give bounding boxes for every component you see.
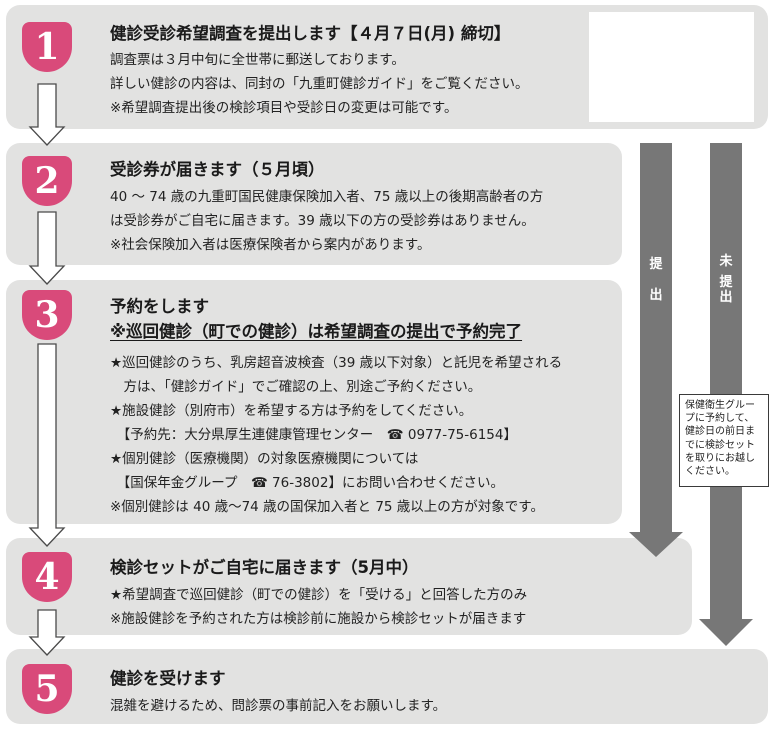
step-1-line: ※希望調査提出後の検診項目や受診日の変更は可能です。 — [110, 100, 458, 116]
arrow-2-to-3 — [28, 211, 66, 285]
step-3-title: 予約をします — [110, 297, 209, 316]
not-submitted-char: 出 — [719, 289, 733, 305]
arrow-3-to-4 — [28, 343, 66, 547]
note-line: を取りにお越し — [685, 452, 755, 464]
step-5-line: 混雑を避けるため、問診票の事前記入をお願いします。 — [110, 698, 447, 714]
note-line: 保健衛生グルー — [685, 400, 755, 411]
step-4-title: 検診セットがご自宅に届きます（5月中） — [110, 558, 419, 577]
note-line: 健診日の前日ま — [685, 426, 755, 438]
step-5-badge: 5 — [22, 664, 72, 714]
step-3-line: ★個別健診（医療機関）の対象医療機関については — [110, 451, 419, 467]
not-submitted-char: 提 — [719, 274, 733, 290]
arrow-4-to-5 — [28, 609, 66, 656]
step-4-badge: 4 — [22, 552, 72, 602]
step-2-panel — [6, 143, 622, 265]
step-3-line: 方は、「健診ガイド」でご確認の上、別途ご予約ください。 — [110, 379, 482, 395]
step-4-line: ※施設健診を予約された方は検診前に施設から検診セットが届きます — [110, 611, 527, 627]
step-5-panel — [6, 649, 768, 724]
note-line: プに予約して、 — [685, 413, 755, 425]
step-1-badge: 1 — [22, 22, 72, 72]
blank-box — [589, 12, 754, 122]
step-4-line: ★希望調査で巡回健診（町での健診）を「受ける」と回答した方のみ — [110, 587, 528, 603]
step-2-line: 40 ～ 74 歳の九重町国民健康保険加入者、75 歳以上の後期高齢者の方 — [110, 189, 544, 205]
step-2-badge: 2 — [22, 156, 72, 206]
step-3-line: ※個別健診は 40 歳～74 歳の国保加入者と 75 歳以上の方が対象です。 — [110, 499, 544, 515]
step-1-line: 調査票は３月中旬に全世帯に郵送しております。 — [110, 52, 405, 68]
step-3-badge: 3 — [22, 290, 72, 340]
step-2-title: 受診券が届きます（５月頃） — [110, 160, 325, 179]
note-line: でに検診セット — [685, 439, 755, 451]
submitted-label: 提 出 — [649, 257, 663, 304]
arrow-1-to-2 — [28, 83, 66, 146]
note-line: ください。 — [685, 465, 735, 477]
step-1-line: 詳しい健診の内容は、同封の「九重町健診ガイド」をご覧ください。 — [110, 76, 529, 92]
step-2-line: は受診券がご自宅に届きます。39 歳以下の方の受診券はありません。 — [110, 213, 535, 229]
not-submitted-char: 未 — [719, 254, 733, 269]
step-1-title: 健診受診希望調査を提出します【４月７日(月) 締切】 — [110, 24, 511, 43]
step-3-line: 【予約先：大分県厚生連健康管理センター ☎ 0977-75-6154】 — [110, 427, 517, 443]
step-2-line: ※社会保険加入者は医療保険者から案内があります。 — [110, 237, 431, 253]
step-3-subtitle: ※巡回健診（町での健診）は希望調査の提出で予約完了 — [110, 322, 523, 341]
step-3-line: ★巡回健診のうち、乳房超音波検査（39 歳以下対象）と託児を希望される — [110, 355, 563, 371]
step-5-title: 健診を受けます — [110, 669, 226, 688]
submitted-char: 出 — [649, 287, 663, 303]
appointment-note: 保健衛生グルー プに予約して、 健診日の前日ま でに検診セット を取りにお越し … — [679, 394, 769, 487]
submitted-arrow — [629, 143, 683, 557]
not-submitted-label: 未 提 出 — [719, 254, 733, 306]
step-3-line: ★施設健診（別府市）を希望する方は予約をしてください。 — [110, 403, 473, 419]
step-3-panel — [6, 280, 622, 524]
submitted-char: 提 — [649, 257, 663, 272]
step-4-panel — [6, 538, 692, 635]
step-3-line: 【国保年金グループ ☎ 76-3802】にお問い合わせください。 — [110, 475, 504, 491]
